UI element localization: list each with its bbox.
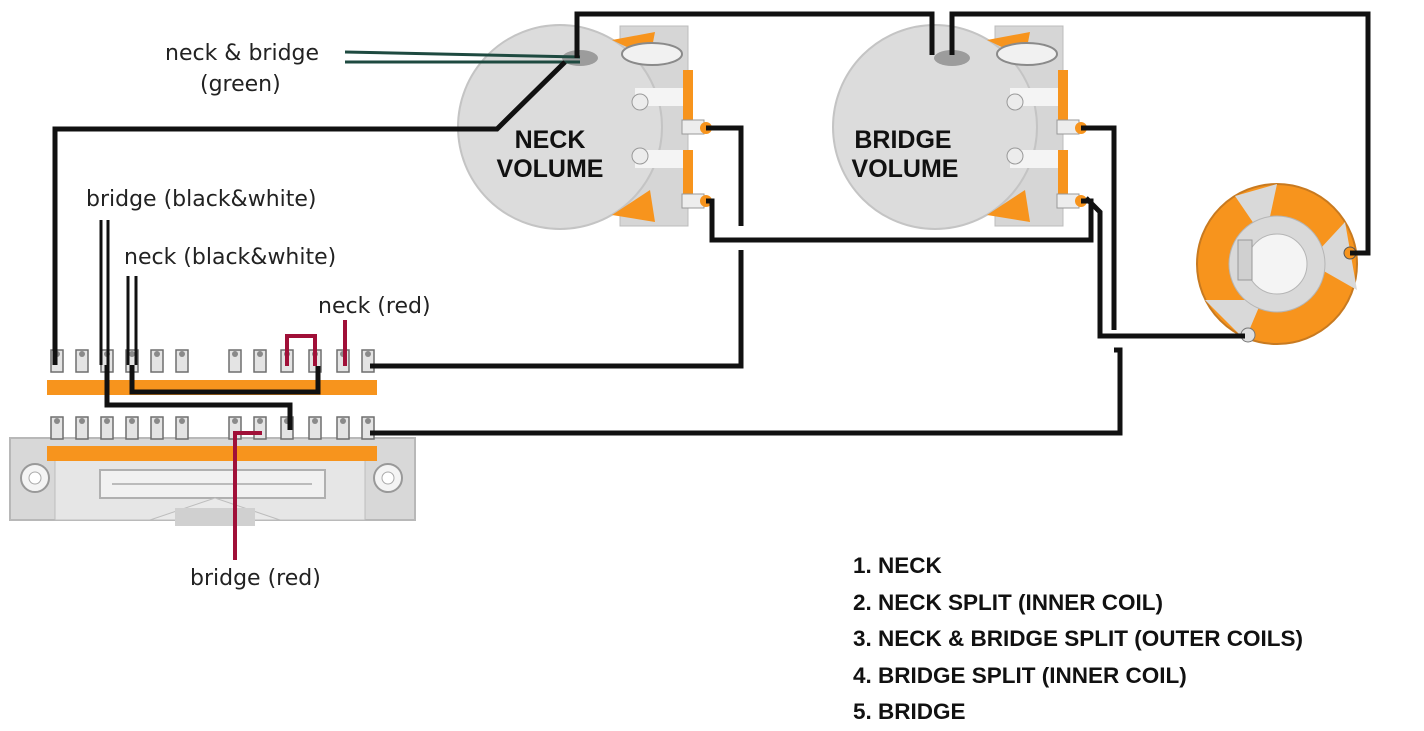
switch-lug-lower-4 xyxy=(125,416,139,440)
switch-lugs-lower xyxy=(50,416,375,440)
neck-volume-label-line1: NECK xyxy=(515,126,586,154)
switch-lug-upper-2 xyxy=(75,349,89,373)
switch-lug-lower-1 xyxy=(50,416,64,440)
legend-item-2: 2. NECK SPLIT (INNER COIL) xyxy=(853,589,1164,615)
label-neck-black-white: neck (black&white) xyxy=(124,245,336,270)
label-bridge-black-white: bridge (black&white) xyxy=(86,187,317,212)
five-way-switch xyxy=(9,380,416,526)
switch-lug-lower-12 xyxy=(361,416,375,440)
switch-positions-legend: 1. NECK 2. NECK SPLIT (INNER COIL) 3. NE… xyxy=(853,548,1303,731)
switch-lug-lower-10 xyxy=(308,416,322,440)
switch-lug-upper-8 xyxy=(253,349,267,373)
output-jack xyxy=(1196,183,1358,345)
switch-lug-upper-7 xyxy=(228,349,242,373)
label-neck-bridge-green-2: (green) xyxy=(200,72,281,97)
switch-lugs-upper xyxy=(50,349,375,373)
bridge-volume-label-line1: BRIDGE xyxy=(854,126,951,154)
legend-item-5: 5. BRIDGE xyxy=(853,699,966,724)
bridge-volume-label-line2: VOLUME xyxy=(852,155,959,183)
legend-item-1: 1. NECK xyxy=(853,553,942,578)
bridge-volume-pot: BRIDGE VOLUME xyxy=(832,24,1087,230)
neck-volume-pot: NECK VOLUME xyxy=(457,24,712,230)
neck-volume-label-line2: VOLUME xyxy=(497,155,604,183)
switch-lug-lower-3 xyxy=(100,416,114,440)
switch-lug-lower-8 xyxy=(253,416,267,440)
switch-lug-lower-6 xyxy=(175,416,189,440)
switch-lug-upper-6 xyxy=(175,349,189,373)
switch-lug-lower-5 xyxy=(150,416,164,440)
wires xyxy=(52,11,1371,560)
label-neck-red: neck (red) xyxy=(318,294,431,319)
switch-lug-lower-11 xyxy=(336,416,350,440)
switch-lug-upper-5 xyxy=(150,349,164,373)
legend-item-3: 3. NECK & BRIDGE SPLIT (OUTER COILS) xyxy=(853,626,1304,651)
legend-item-4: 4. BRIDGE SPLIT (INNER COIL) xyxy=(853,662,1187,688)
switch-lug-lower-2 xyxy=(75,416,89,440)
label-neck-bridge-green-1: neck & bridge xyxy=(165,41,319,66)
label-bridge-red: bridge (red) xyxy=(190,566,321,591)
switch-lug-upper-12 xyxy=(361,349,375,373)
